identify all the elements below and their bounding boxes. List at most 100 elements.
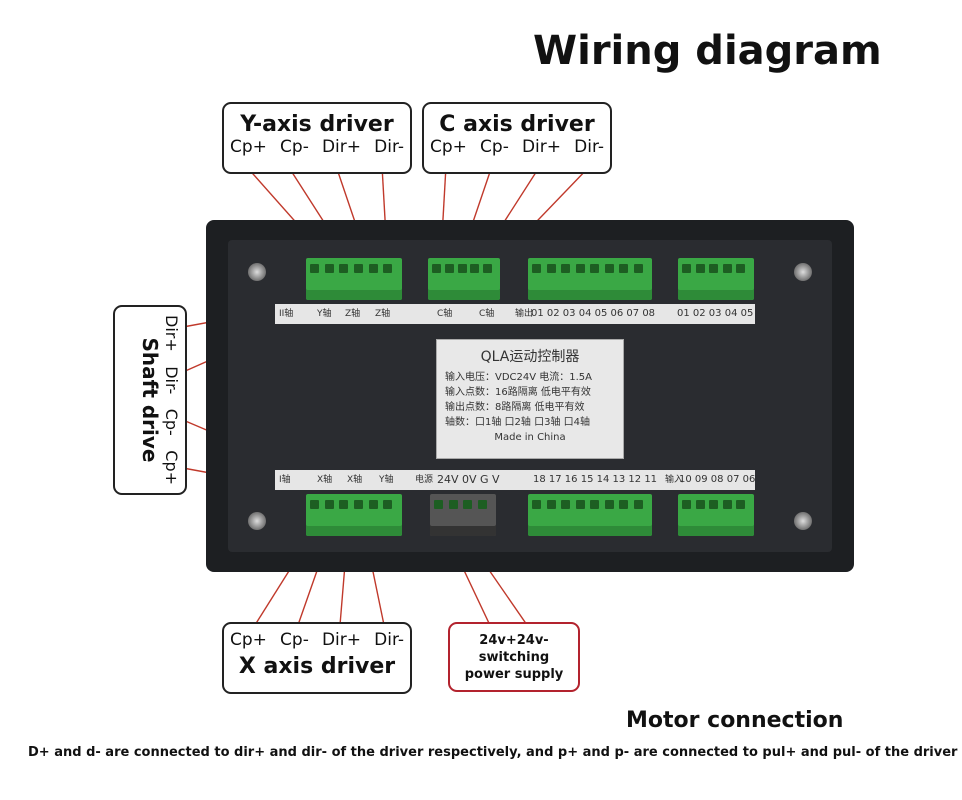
callout-pins: Cp+ Cp- Dir+ Dir- xyxy=(224,137,410,157)
terminal-slot xyxy=(339,264,349,273)
callout-title: Y-axis driver xyxy=(240,112,394,137)
power-supply-callout: 24v+24v- switching power supply xyxy=(448,622,580,692)
terminal-slot xyxy=(368,500,378,509)
terminal-slot xyxy=(590,264,599,273)
terminal-slot xyxy=(619,264,628,273)
pin-label: Cp+ xyxy=(230,630,267,650)
pin-label: Dir- xyxy=(162,366,181,395)
strip-output-label: 输出 xyxy=(515,309,534,319)
strip-axis-label: C轴 xyxy=(479,309,495,319)
strip-axis-label: Y轴 xyxy=(317,309,332,319)
terminal-slot xyxy=(470,264,480,273)
terminal-slot xyxy=(575,264,585,273)
terminal-slot xyxy=(432,264,441,273)
terminal-slot xyxy=(722,500,732,509)
strip-axis-label: II轴 xyxy=(279,309,294,319)
strip-input-label: 输入 xyxy=(665,475,684,485)
terminal-slot xyxy=(695,500,705,509)
connection-note: D+ and d- are connected to dir+ and dir-… xyxy=(28,745,958,760)
plate-title: QLA运动控制器 xyxy=(480,349,580,365)
device-label-plate: QLA运动控制器 输入电压：VDC24V 电流：1.5A 输入点数：16路隔离 … xyxy=(436,339,624,459)
terminal-block-inputs-b xyxy=(678,494,754,536)
terminal-slot xyxy=(532,500,541,509)
terminal-slot xyxy=(709,500,719,509)
terminal-slot xyxy=(590,500,599,509)
terminal-slot xyxy=(383,500,393,509)
bottom-label-strip: I轴 X轴 X轴 Y轴 电源 24V 0V G V 18 17 16 15 14… xyxy=(275,470,755,490)
terminal-slot xyxy=(736,264,746,273)
strip-input-numbers-a: 18 17 16 15 14 13 12 11 xyxy=(533,474,658,485)
y-axis-driver-callout: Y-axis driver Cp+ Cp- Dir+ Dir- xyxy=(222,102,412,174)
plate-row: 输入电压：VDC24V 电流：1.5A xyxy=(445,372,593,383)
terminal-block-x-axis xyxy=(306,494,402,536)
terminal-block-outputs-a xyxy=(528,258,652,300)
terminal-slot xyxy=(682,264,691,273)
terminal-slot xyxy=(310,264,319,273)
terminal-block-y-axis xyxy=(306,258,402,300)
motor-connection-heading: Motor connection xyxy=(626,708,844,733)
terminal-slot xyxy=(709,264,719,273)
callout-title: X axis driver xyxy=(238,654,396,679)
terminal-slot xyxy=(463,500,472,509)
callout-title: Shaft drive xyxy=(138,337,162,463)
terminal-slot xyxy=(444,264,454,273)
terminal-slot xyxy=(619,500,628,509)
terminal-slot xyxy=(561,500,570,509)
strip-output-numbers-b: 01 02 03 04 05 xyxy=(677,308,754,319)
screw-icon xyxy=(248,263,266,281)
terminal-block-inputs-a xyxy=(528,494,652,536)
pin-label: Dir- xyxy=(574,137,604,157)
pin-label: Cp+ xyxy=(230,137,267,157)
strip-axis-label: C轴 xyxy=(437,309,453,319)
screw-icon xyxy=(248,512,266,530)
terminal-slot xyxy=(695,264,705,273)
terminal-slot xyxy=(354,500,363,509)
strip-axis-label: Z轴 xyxy=(345,309,361,319)
strip-axis-label: X轴 xyxy=(347,475,363,485)
terminal-slot xyxy=(575,500,585,509)
terminal-slot xyxy=(532,264,541,273)
terminal-slot xyxy=(604,500,614,509)
screw-icon xyxy=(794,512,812,530)
terminal-slot xyxy=(368,264,378,273)
diagram-title: Wiring diagram xyxy=(533,28,882,74)
pin-label: Cp+ xyxy=(430,137,467,157)
pin-label: Dir+ xyxy=(162,315,181,352)
terminal-slot xyxy=(722,264,732,273)
callout-pins: Dir+ Dir- Cp- Cp+ xyxy=(162,309,183,491)
terminal-slot xyxy=(633,264,643,273)
terminal-slot xyxy=(682,500,691,509)
pin-label: Dir+ xyxy=(321,630,361,650)
pin-label: Cp- xyxy=(280,137,309,157)
power-line: power supply xyxy=(464,667,564,682)
terminal-slot xyxy=(546,264,556,273)
terminal-slot xyxy=(736,500,746,509)
pin-label: Cp- xyxy=(280,630,309,650)
terminal-slot xyxy=(339,500,349,509)
pin-label: Dir+ xyxy=(321,137,361,157)
shaft-drive-callout: Dir+ Dir- Cp- Cp+ Shaft drive xyxy=(113,305,187,495)
terminal-slot xyxy=(434,500,443,509)
terminal-slot xyxy=(310,500,319,509)
terminal-slot xyxy=(383,264,393,273)
pin-label: Cp+ xyxy=(162,450,181,485)
top-label-strip: II轴 Y轴 Z轴 Z轴 C轴 C轴 输出 01 02 03 04 05 06 … xyxy=(275,304,755,324)
strip-output-numbers-a: 01 02 03 04 05 06 07 08 xyxy=(531,308,656,319)
strip-power-pins: 24V 0V G V xyxy=(437,473,500,486)
terminal-slot xyxy=(324,264,334,273)
terminal-slot xyxy=(483,264,493,273)
plate-row: 轴数：口1轴 口2轴 口3轴 口4轴 xyxy=(445,417,590,428)
terminal-slot xyxy=(324,500,334,509)
callout-pins: Cp+ Cp- Dir+ Dir- xyxy=(424,137,610,157)
terminal-block-outputs-b xyxy=(678,258,754,300)
strip-axis-label: I轴 xyxy=(279,475,291,485)
terminal-slot xyxy=(448,500,458,509)
plate-made-in: Made in China xyxy=(494,432,566,443)
terminal-slot xyxy=(477,500,487,509)
callout-pins: Cp+ Cp- Dir+ Dir- xyxy=(224,624,410,650)
x-axis-driver-callout: Cp+ Cp- Dir+ Dir- X axis driver xyxy=(222,622,412,694)
terminal-slot xyxy=(561,264,570,273)
strip-axis-label: Y轴 xyxy=(379,475,394,485)
terminal-slot xyxy=(354,264,363,273)
c-axis-driver-callout: C axis driver Cp+ Cp- Dir+ Dir- xyxy=(422,102,612,174)
